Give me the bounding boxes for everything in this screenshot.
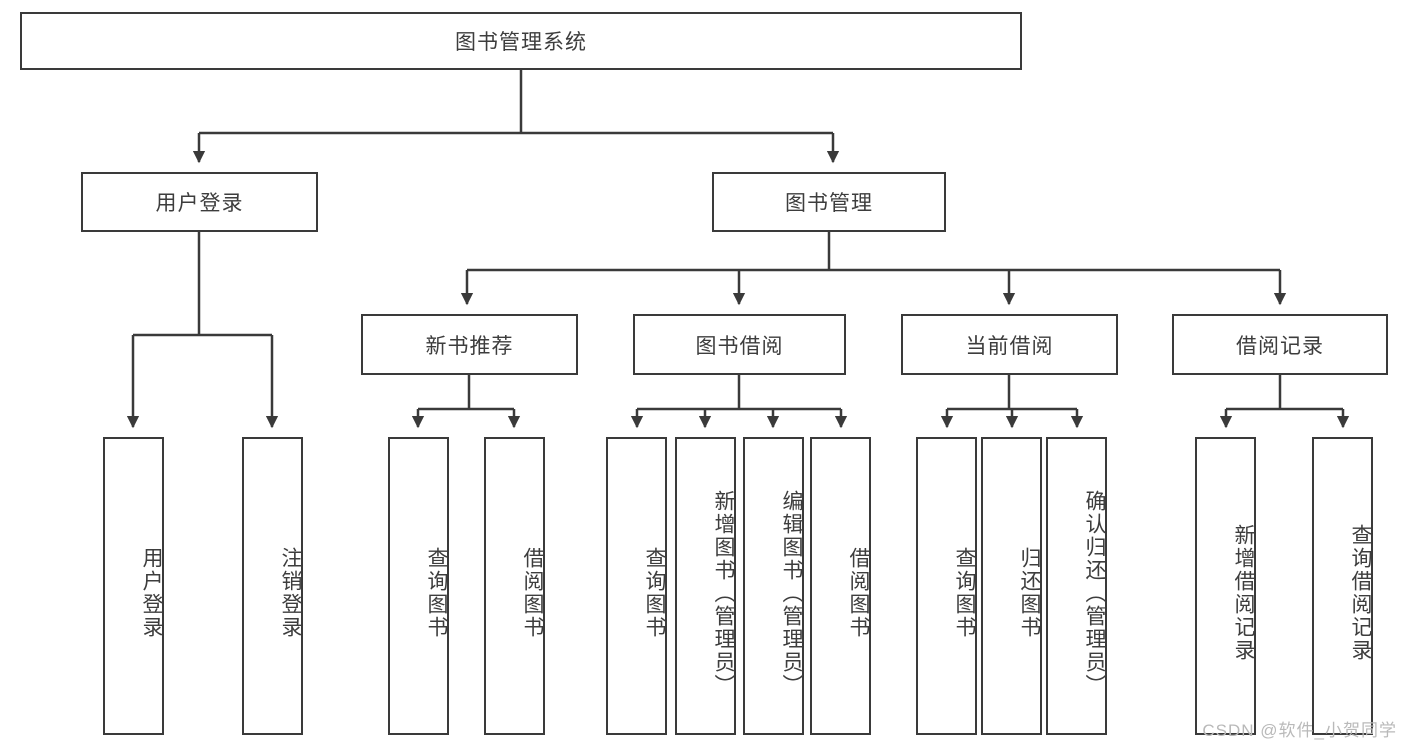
node-root-system[interactable]: 图书管理系统 <box>20 12 1022 70</box>
node-label: 查询图书 <box>425 547 448 639</box>
leaf-current-return-book[interactable]: 归还图书 <box>981 437 1042 735</box>
node-label: 查询图书 <box>643 547 666 639</box>
node-book-borrow[interactable]: 图书借阅 <box>633 314 846 375</box>
node-label: 查询图书 <box>953 547 976 639</box>
leaf-record-query[interactable]: 查询借阅记录 <box>1312 437 1373 735</box>
node-borrow-record[interactable]: 借阅记录 <box>1172 314 1388 375</box>
leaf-user-login[interactable]: 用户登录 <box>103 437 164 735</box>
leaf-borrow-add-book[interactable]: 新增图书（管理员） <box>675 437 736 735</box>
node-label: 当前借阅 <box>965 334 1054 358</box>
node-label: 归还图书 <box>1018 547 1041 639</box>
leaf-record-add[interactable]: 新增借阅记录 <box>1195 437 1256 735</box>
node-book-management[interactable]: 图书管理 <box>712 172 946 232</box>
leaf-borrow-edit-book[interactable]: 编辑图书（管理员） <box>743 437 804 735</box>
leaf-current-confirm-return[interactable]: 确认归还（管理员） <box>1046 437 1107 735</box>
node-label: 新书推荐 <box>425 334 514 358</box>
node-label: 确认归还（管理员） <box>1083 489 1106 697</box>
node-label: 借阅图书 <box>521 547 544 639</box>
node-label: 图书管理 <box>785 192 873 215</box>
node-current-borrow[interactable]: 当前借阅 <box>901 314 1118 375</box>
node-label: 借阅记录 <box>1236 334 1324 358</box>
node-label: 用户登录 <box>155 192 244 215</box>
node-new-book-recommend[interactable]: 新书推荐 <box>361 314 578 375</box>
node-label: 用户登录 <box>140 547 163 639</box>
node-label: 注销登录 <box>279 547 302 639</box>
node-label: 新增借阅记录 <box>1232 524 1255 662</box>
node-label: 图书借阅 <box>695 334 784 358</box>
node-label: 图书管理系统 <box>455 31 587 54</box>
node-label: 借阅图书 <box>847 547 870 639</box>
node-user-login[interactable]: 用户登录 <box>81 172 318 232</box>
leaf-logout[interactable]: 注销登录 <box>242 437 303 735</box>
csdn-watermark: CSDN @软件_小贺同学 <box>1202 721 1397 740</box>
node-label: 编辑图书（管理员） <box>780 489 803 697</box>
leaf-recommend-borrow-book[interactable]: 借阅图书 <box>484 437 545 735</box>
node-label: 查询借阅记录 <box>1349 524 1372 662</box>
leaf-borrow-borrow-book[interactable]: 借阅图书 <box>810 437 871 735</box>
leaf-recommend-query-book[interactable]: 查询图书 <box>388 437 449 735</box>
node-label: 新增图书（管理员） <box>712 489 735 697</box>
leaf-borrow-query-book[interactable]: 查询图书 <box>606 437 667 735</box>
leaf-current-query-book[interactable]: 查询图书 <box>916 437 977 735</box>
